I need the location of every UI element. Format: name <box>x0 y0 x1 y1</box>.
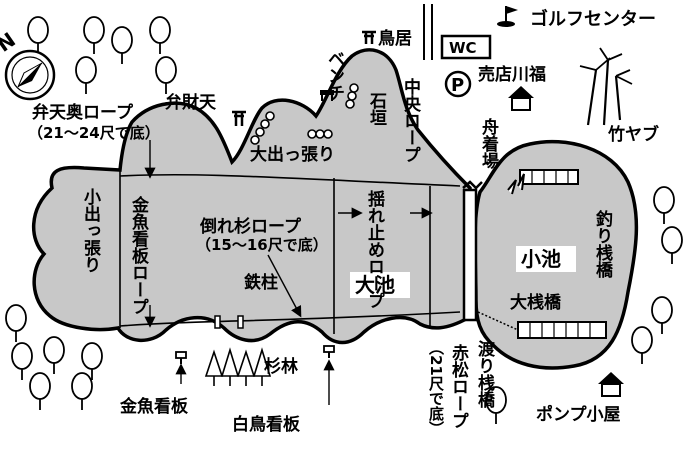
kingyo-kanban-label: 金魚看板 <box>119 396 189 417</box>
ko-deppari-label: 小出っ張り <box>80 188 101 273</box>
tetsuchu-label: 鉄柱 <box>244 272 278 293</box>
chuo-rope-label: 中央ロープ <box>400 77 421 163</box>
pump-goya-label: ポンプ小屋 <box>536 404 621 425</box>
iron-pillar-1 <box>214 315 221 329</box>
stone-wall-dots <box>250 83 359 145</box>
benzaiten-torii-icon <box>232 110 246 126</box>
benten-oku-rope-label: 弁天奥ロープ <box>32 102 134 123</box>
benten-oku-depth-label: （21〜24尺で底） <box>28 124 160 142</box>
oike-label: 大池 <box>355 273 395 297</box>
torii-label: 鳥居 <box>378 28 412 49</box>
tsuri-dock <box>519 169 579 185</box>
iron-pillar-2 <box>237 315 244 329</box>
golf-center-label: ゴルフセンター <box>530 8 656 30</box>
o-sanbashi-label: 大桟橋 <box>510 292 562 313</box>
stone-wall-label: 石垣 <box>366 92 388 126</box>
yuredome-rope-label: 揺れ止めロープ <box>364 190 385 309</box>
funatsukiba-label: 舟着場 <box>478 117 500 170</box>
big-dock <box>517 321 607 339</box>
golf-flag-icon <box>497 6 518 27</box>
cedar-forest <box>204 347 272 386</box>
kingyo-rope-label: 金魚看板ロープ <box>128 195 150 315</box>
kingyo-sign-icon <box>175 351 187 364</box>
watari-sanbashi-label: 渡り桟橋 <box>474 339 495 409</box>
benzaiten-label: 弁財天 <box>165 92 217 113</box>
akamatsu-depth-label: （21尺で底） <box>427 340 445 436</box>
boat-landing <box>462 180 483 190</box>
shop-house-icon <box>508 86 534 111</box>
wc-label: WC <box>449 39 477 57</box>
shop-label: 売店川福 <box>478 64 546 85</box>
wc-box <box>440 34 492 60</box>
boat-2 <box>517 173 525 191</box>
taoresugi-rope-label: 倒れ杉ロープ <box>199 216 302 237</box>
hakucho-sign-icon <box>323 345 335 358</box>
koike-label: 小池 <box>521 247 561 271</box>
parking-letter: P <box>451 75 464 96</box>
koike-label-bg <box>516 246 576 272</box>
taoresugi-depth-label: （15〜16尺で底） <box>196 236 328 254</box>
sugibayashi-label: 杉林 <box>264 356 298 377</box>
big-pond <box>32 48 472 345</box>
bamboo-label: 竹ヤブ <box>607 124 659 145</box>
dock-walkway <box>477 311 519 331</box>
watari-bridge <box>462 188 478 322</box>
parking-icon <box>444 70 472 98</box>
boat-1 <box>507 179 517 195</box>
tetsuchu-arrow <box>267 254 302 318</box>
bamboo-icon <box>579 47 633 126</box>
hakucho-kanban-label: 白鳥看板 <box>232 414 301 435</box>
oike-label-bg <box>350 272 410 298</box>
tsuri-sanbashi-label: 釣り桟橋 <box>592 209 613 279</box>
torii-icon <box>362 30 376 44</box>
akamatsu-rope-label: 赤松ロープ <box>448 343 469 429</box>
odeppari-label: 大出っ張り <box>250 144 335 165</box>
trees <box>5 16 683 424</box>
pump-house-icon <box>598 372 624 397</box>
road-lines <box>423 4 433 60</box>
compass-icon <box>4 49 56 101</box>
bench-label: ベンチ <box>324 50 345 101</box>
bench-icon <box>320 90 334 101</box>
compass-letter: N <box>0 27 20 56</box>
